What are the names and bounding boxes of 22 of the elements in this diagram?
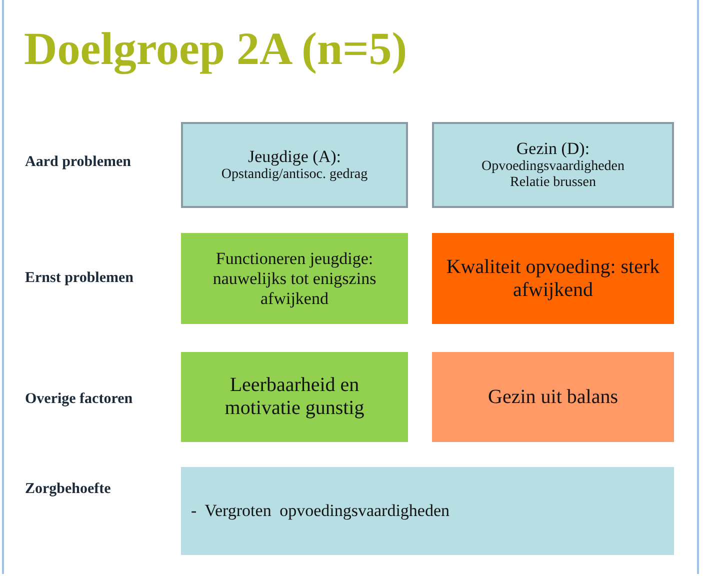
- row-label: Zorgbehoefte: [25, 481, 111, 498]
- category-box: [181, 122, 408, 208]
- category-box: [432, 122, 674, 208]
- box-text: Gezin uit balans: [488, 386, 618, 408]
- box-text: Opstandig/antisoc. gedrag: [221, 167, 368, 183]
- box-heading: Jeugdige (A):: [248, 147, 341, 167]
- box-text: Opvoedingsvaardigheden: [481, 159, 625, 175]
- slide-title: Doelgroep 2A (n=5): [24, 22, 408, 75]
- box-heading: Gezin (D):: [516, 139, 590, 159]
- box-text: Leerbaarheid en motivatie gunstig: [224, 374, 366, 420]
- category-box: [181, 467, 674, 555]
- category-box: [181, 233, 408, 324]
- row-label: Ernst problemen: [25, 270, 134, 287]
- box-text: Kwaliteit opvoeding: sterk afwijkend: [446, 256, 660, 302]
- box-text: - Vergroten opvoedingsvaardigheden: [191, 501, 450, 521]
- category-box: [432, 352, 674, 442]
- category-box: [432, 233, 674, 324]
- row-label: Overige factoren: [25, 391, 133, 408]
- box-text: Functioneren jeugdige: nauwelijks tot enigszins afwijkend: [212, 248, 378, 308]
- box-text: Relatie brussen: [510, 175, 596, 191]
- category-box: [181, 352, 408, 442]
- row-label: Aard problemen: [25, 154, 131, 171]
